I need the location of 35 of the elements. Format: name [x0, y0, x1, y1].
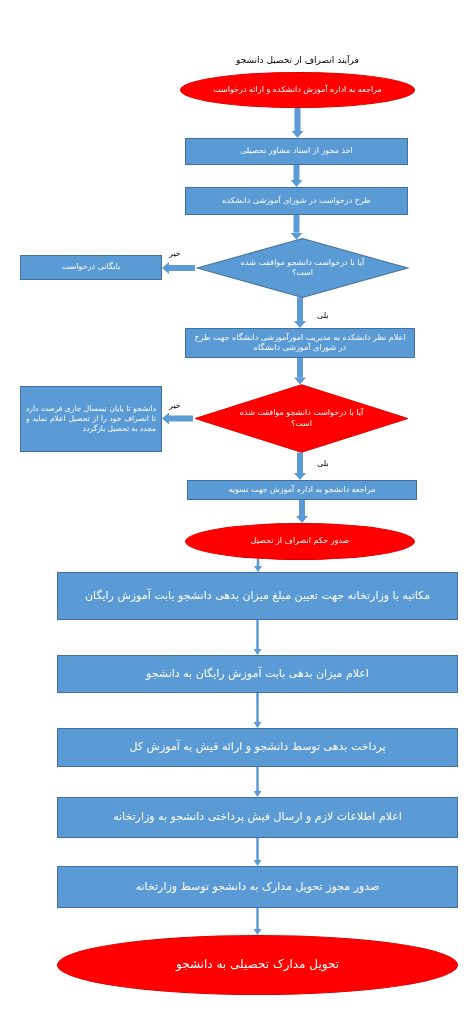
arrow — [254, 558, 262, 572]
process-box: طرح درخواست در شورای آموزشی دانشکده — [185, 187, 408, 215]
end-ellipse: تحویل مدارک تحصیلی به دانشجو — [57, 935, 458, 995]
arrow — [294, 452, 306, 480]
process-box: مکاتبه با وزارتخانه جهت تعیین مبلغ میزان بدهی دانشجو بابت آموزش رایگان — [57, 572, 458, 620]
process-box: بایگانی درخواست — [20, 255, 162, 280]
arrow — [290, 215, 303, 240]
arrow — [253, 620, 262, 655]
edge-label: بلی — [316, 311, 330, 321]
decision-diamond: آیا با درخواست دانشجو موافقت شده است؟ — [195, 238, 410, 298]
process-box: اعلام نظر دانشکده به مدیریت امورآموزشی دانشگاه جهت طرح در شورای آموزشی دانشگاه — [185, 328, 415, 358]
end-ellipse: صدور حکم انصراف از تحصیل — [185, 523, 415, 560]
arrow — [294, 297, 306, 328]
process-box: اعلام میزان بدهی بابت آموزش رایگان به دانشجو — [57, 655, 458, 693]
process-box: اعلام اطلاعات لازم و ارسال فیش پرداختی دانشجو به وزارتخانه — [57, 797, 458, 838]
edge-label: بلی — [316, 459, 330, 469]
arrow — [290, 165, 303, 187]
arrow — [162, 262, 195, 274]
process-box: مراجعه دانشجو به اداره آموزش جهت تسویه — [187, 480, 417, 500]
arrow — [296, 500, 308, 523]
arrow — [253, 908, 262, 935]
arrow — [291, 108, 304, 138]
process-box: صدور مجوز تحویل مدارک به دانشجو توسط وزارتخانه — [57, 866, 458, 908]
arrow — [253, 838, 262, 866]
arrow — [253, 767, 262, 797]
process-box: پرداخت بدهی توسط دانشجو و ارائه فیش به آموزش کل — [57, 728, 458, 767]
arrow — [253, 693, 262, 728]
edge-label: خیر — [168, 401, 182, 411]
start-ellipse: مراجعه به اداره آموزش دانشکده و ارائه درخواست — [180, 72, 415, 108]
edge-label: خیر — [168, 249, 182, 259]
decision-diamond: آیا با درخواست دانشجو موافقت شده است؟ — [193, 384, 410, 453]
process-box: اخذ مجوز از استاد مشاور تحصیلی — [185, 138, 408, 165]
arrow — [294, 358, 306, 385]
title: فرآیند انصراف از تحصیل دانشجو — [234, 55, 360, 65]
arrow — [162, 412, 193, 425]
